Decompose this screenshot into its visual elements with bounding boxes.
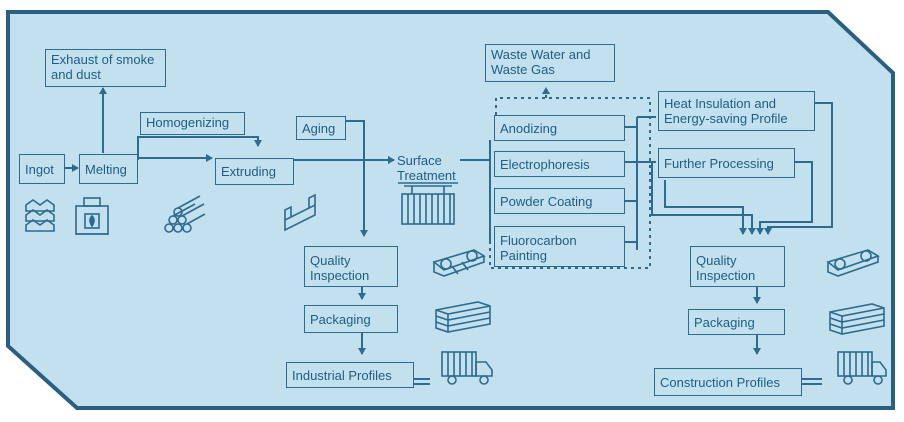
truck-icon <box>441 351 493 385</box>
furnace-icon <box>75 197 109 235</box>
node-construction-profiles: Construction Profiles <box>654 368 802 396</box>
node-powder-coating: Powder Coating <box>494 188 625 214</box>
node-waste: Waste Water and Waste Gas <box>485 44 615 82</box>
node-heat-insulation: Heat Insulation and Energy-saving Profil… <box>658 91 815 131</box>
node-exhaust: Exhaust of smoke and dust <box>45 49 166 87</box>
connector-waste-loop <box>489 97 651 269</box>
node-packaging-left: Packaging <box>304 305 398 333</box>
ingot-stack-icon <box>25 199 55 232</box>
packaged-profiles-icon <box>829 303 885 335</box>
packaged-profiles-icon <box>435 301 491 333</box>
node-homogenizing: Homogenizing <box>140 112 245 135</box>
node-melting: Melting <box>79 154 138 184</box>
connector-aging-qi <box>345 120 368 237</box>
node-further-processing: Further Processing <box>658 148 795 178</box>
node-surface-treatment: Surface Treatment <box>397 153 456 183</box>
aluminum-profile-icon <box>284 193 316 232</box>
node-ingot: Ingot <box>19 154 65 184</box>
node-aging: Aging <box>296 116 346 140</box>
connector-homogenizing-extruding <box>137 136 262 160</box>
billet-logs-icon <box>164 195 206 233</box>
treatment-tank-icon <box>398 182 458 225</box>
node-qi-right: Quality Inspection <box>690 246 785 287</box>
node-fluorocarbon: Fluorocarbon Painting <box>494 226 625 267</box>
node-electrophoresis: Electrophoresis <box>494 151 625 177</box>
node-extruding: Extruding <box>215 158 294 185</box>
node-industrial-profiles: Industrial Profiles <box>286 362 414 388</box>
inspection-machine-icon <box>826 249 880 277</box>
node-qi-left: Quality Inspection <box>304 246 398 287</box>
truck-icon <box>837 351 887 385</box>
node-anodizing: Anodizing <box>494 115 625 141</box>
inspection-machine-icon <box>432 249 486 277</box>
node-packaging-right: Packaging <box>688 309 785 335</box>
